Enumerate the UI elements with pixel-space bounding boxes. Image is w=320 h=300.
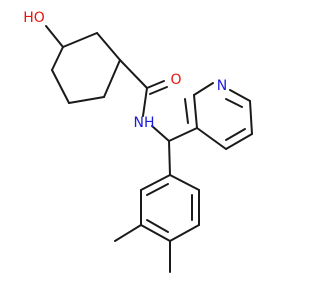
bond-nitrogen-ch (151, 125, 170, 142)
bond-methyl-3 (114, 224, 142, 242)
bond-benzene-4 (169, 224, 200, 242)
bond-ch-pyridine (168, 127, 198, 142)
bond-pyridine-1b (184, 98, 189, 124)
bond-pyridine-3 (229, 89, 251, 102)
molecule-canvas: HO O NH N (23, 10, 253, 273)
bond-pyridine-4 (249, 100, 253, 135)
bond-pyridine-5 (225, 133, 253, 150)
bond-benzene-1b (146, 183, 169, 196)
bond-cyclohexane-5 (51, 69, 70, 104)
bond-cyclohexane-4 (68, 96, 105, 104)
pyridine-nitrogen-label: N (217, 78, 227, 94)
bond-benzene-3 (140, 224, 171, 242)
bond-pyridine-1 (193, 94, 198, 129)
bond-ring-carbonyl (119, 59, 148, 89)
bond-carbonyl-double-a (146, 80, 165, 89)
bond-cyclohexane-3 (103, 59, 121, 98)
carbonyl-oxygen-label: O (170, 72, 181, 88)
bond-ho-c1 (45, 25, 64, 48)
bond-benzene-3b (146, 219, 169, 233)
bond-carbonyl-nitrogen (142, 87, 148, 117)
molecule-structure: HO O NH N (23, 10, 253, 273)
bond-ch-benzene (168, 140, 171, 176)
bond-benzene-6 (169, 174, 200, 191)
bond-carbonyl-double-b (149, 86, 168, 95)
bond-cyclohexane-6 (51, 46, 64, 71)
bond-cyclohexane-1 (62, 32, 98, 48)
bond-cyclohexane-2 (96, 32, 121, 61)
bond-benzene-1 (140, 174, 171, 191)
bond-pyridine-5b (225, 128, 246, 141)
amide-nitrogen-label: NH (134, 115, 155, 131)
bond-pyridine-2 (193, 82, 214, 96)
atom-labels: HO O NH N (23, 10, 227, 131)
hydroxyl-label: HO (23, 10, 45, 26)
bond-pyridine-6 (196, 127, 227, 150)
bonds (45, 25, 253, 273)
bond-pyridine-3b (225, 98, 243, 108)
